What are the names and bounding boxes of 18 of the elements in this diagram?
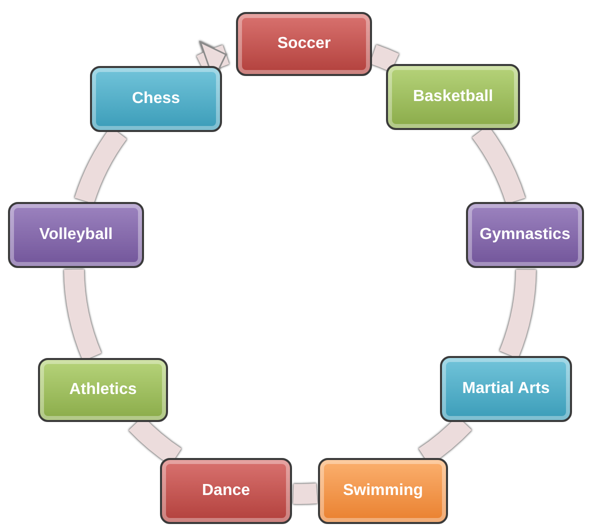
- box-label: Soccer: [277, 34, 331, 54]
- process-box: [90, 66, 222, 132]
- box-label: Athletics: [69, 380, 137, 400]
- process-box: [466, 202, 584, 268]
- box-label: Martial Arts: [462, 379, 550, 399]
- box-label: Basketball: [412, 87, 494, 107]
- box-label: Volleyball: [39, 225, 113, 245]
- box-label: Gymnastics: [480, 225, 570, 245]
- process-box: [440, 356, 572, 422]
- process-box: [236, 12, 372, 76]
- process-box: [386, 64, 520, 130]
- box-label: Swimming: [342, 481, 423, 501]
- box-label: Chess: [132, 89, 180, 109]
- box-label: Dance: [202, 481, 250, 501]
- process-box: [160, 458, 292, 524]
- process-box: [318, 458, 448, 524]
- process-box: [8, 202, 144, 268]
- process-box: [38, 358, 168, 422]
